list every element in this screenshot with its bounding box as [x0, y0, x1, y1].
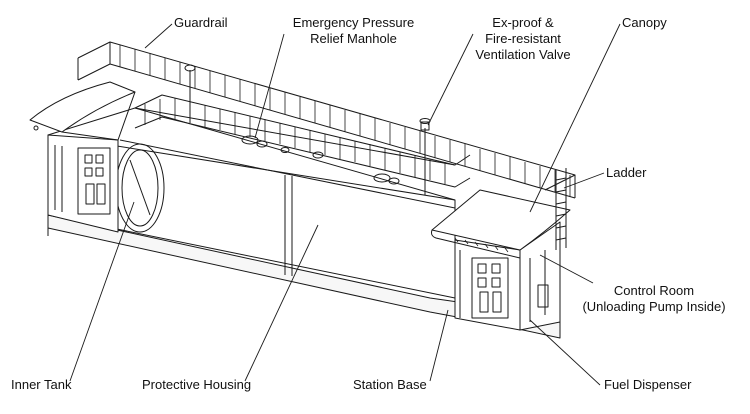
valve-label-line-3: Ventilation Valve — [475, 47, 571, 62]
protective-housing-label: Protective Housing — [142, 377, 252, 392]
roof-fittings — [184, 64, 431, 185]
ventilation-valve-label: Ex-proof & Fire-resistant Ventilation Va… — [462, 15, 584, 63]
valve-label-line-1: Ex-proof & — [492, 15, 554, 30]
leader-lines — [69, 23, 621, 386]
ladder-label: Ladder — [606, 165, 647, 180]
valve-label-line-2: Fire-resistant — [485, 31, 561, 46]
right-control-room — [454, 221, 561, 331]
control-room-label: Control Room (Unloading Pump Inside) — [565, 283, 743, 315]
control-label-line-2: (Unloading Pump Inside) — [582, 299, 726, 314]
station-base-label: Station Base — [353, 377, 427, 392]
front-guardrail — [134, 70, 471, 195]
fuel-dispenser-label: Fuel Dispenser — [604, 377, 692, 392]
right-canopy — [431, 189, 571, 259]
relief-manhole-label: Emergency Pressure Relief Manhole — [286, 15, 421, 47]
guardrail-label: Guardrail — [174, 15, 228, 30]
control-label-line-1: Control Room — [613, 283, 695, 298]
left-dispenser-room — [47, 134, 119, 233]
station-base — [47, 214, 561, 339]
canopy-label: Canopy — [622, 15, 667, 30]
relief-label-line-1: Emergency Pressure — [292, 15, 415, 30]
left-canopy — [29, 81, 136, 141]
inner-tank-label: Inner Tank — [11, 377, 72, 392]
back-guardrail — [77, 41, 576, 199]
relief-label-line-2: Relief Manhole — [310, 31, 397, 46]
ladder — [555, 168, 567, 250]
